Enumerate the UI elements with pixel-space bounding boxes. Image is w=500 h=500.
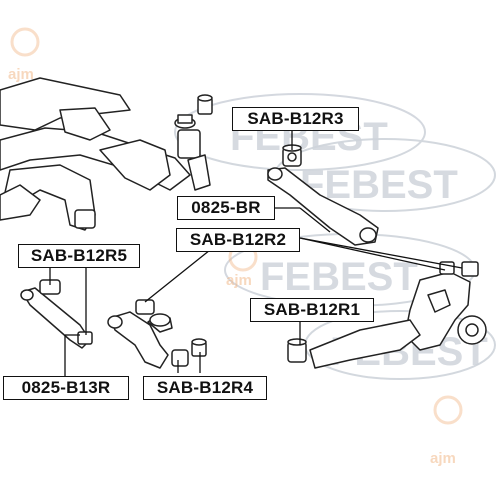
ajm-watermark-text-3: ajm	[430, 450, 456, 467]
knuckle-hub-drawing	[287, 261, 487, 369]
brand-text-3: FEBEST	[260, 255, 418, 299]
rear-subframe-drawing	[0, 77, 213, 231]
upper-control-arm-drawing	[267, 167, 379, 246]
part-label-sab-b12r2: SAB-B12R2	[176, 228, 300, 252]
part-label-0825-br: 0825-BR	[177, 196, 275, 220]
part-label-sab-b12r5: SAB-B12R5	[18, 244, 140, 268]
lower-control-arm-drawing	[107, 299, 207, 369]
part-label-sab-b12r1: SAB-B12R1	[250, 298, 374, 322]
part-label-0825-b13r: 0825-B13R	[3, 376, 129, 400]
part-label-sab-b12r4: SAB-B12R4	[143, 376, 267, 400]
ajm-watermark-text-2: ajm	[226, 272, 252, 289]
leader-lines	[49, 130, 463, 378]
ajm-watermark-text-1: ajm	[8, 66, 34, 83]
part-label-sab-b12r3: SAB-B12R3	[232, 107, 359, 131]
lower-arm-left-drawing	[20, 279, 93, 349]
